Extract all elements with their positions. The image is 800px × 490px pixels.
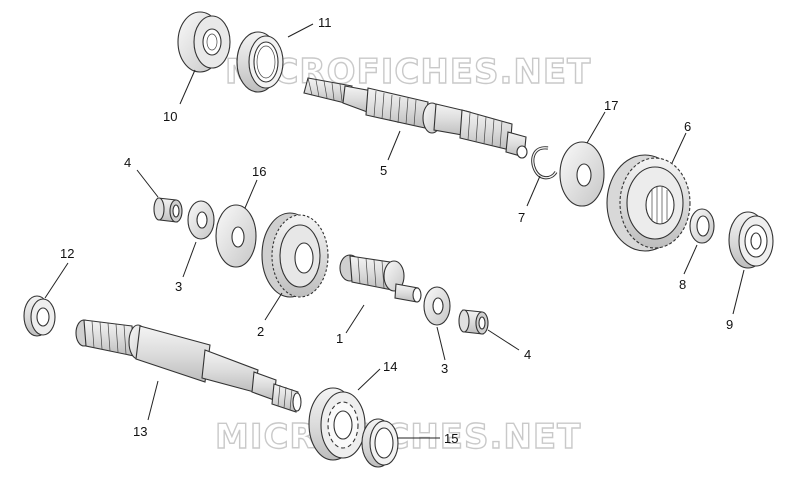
washer-part-3-upper — [187, 200, 215, 240]
label-part-14: 14 — [383, 359, 397, 374]
label-part-10: 10 — [163, 109, 177, 124]
seal-ring-part-11 — [236, 31, 284, 93]
label-part-3-lower: 3 — [441, 361, 448, 376]
ring-part-8 — [689, 208, 715, 244]
watermark-bottom: MICROFICHES.NET — [215, 417, 581, 457]
label-part-17: 17 — [604, 98, 618, 113]
label-part-9: 9 — [726, 317, 733, 332]
needle-cage-part-4-lower — [458, 309, 489, 335]
part-labels: 10 11 5 17 6 7 4 16 3 8 9 12 2 1 3 4 14 … — [60, 15, 733, 446]
label-part-8: 8 — [679, 277, 686, 292]
label-part-6: 6 — [684, 119, 691, 134]
upper-shaft-part-5 — [303, 77, 528, 159]
seal-ring-part-15 — [361, 418, 399, 468]
washer-part-16 — [215, 204, 257, 268]
washer-part-3-lower — [423, 286, 451, 326]
bearing-part-10 — [177, 11, 231, 73]
bearing-part-9 — [728, 211, 774, 269]
label-part-5: 5 — [380, 163, 387, 178]
leader-lines — [44, 23, 745, 439]
label-part-4-upper: 4 — [124, 155, 131, 170]
label-part-15: 15 — [444, 431, 458, 446]
label-part-13: 13 — [133, 424, 147, 439]
watermark-top: MICROFICHES.NET — [225, 52, 591, 92]
label-part-2: 2 — [257, 324, 264, 339]
circlip-part-7 — [531, 146, 558, 180]
pinion-shaft-part-1 — [339, 254, 422, 303]
needle-cage-part-4-upper — [153, 197, 183, 223]
bearing-part-12 — [23, 295, 56, 337]
washer-part-17 — [559, 141, 605, 207]
label-part-16: 16 — [252, 164, 266, 179]
label-part-4-lower: 4 — [524, 347, 531, 362]
bearing-part-14 — [308, 387, 366, 461]
label-part-12: 12 — [60, 246, 74, 261]
label-part-1: 1 — [336, 331, 343, 346]
label-part-3-upper: 3 — [175, 279, 182, 294]
gear-part-2 — [261, 212, 329, 298]
label-part-11: 11 — [318, 15, 332, 30]
lower-shaft-part-13 — [75, 319, 302, 413]
gear-part-6 — [606, 154, 691, 252]
label-part-7: 7 — [518, 210, 525, 225]
